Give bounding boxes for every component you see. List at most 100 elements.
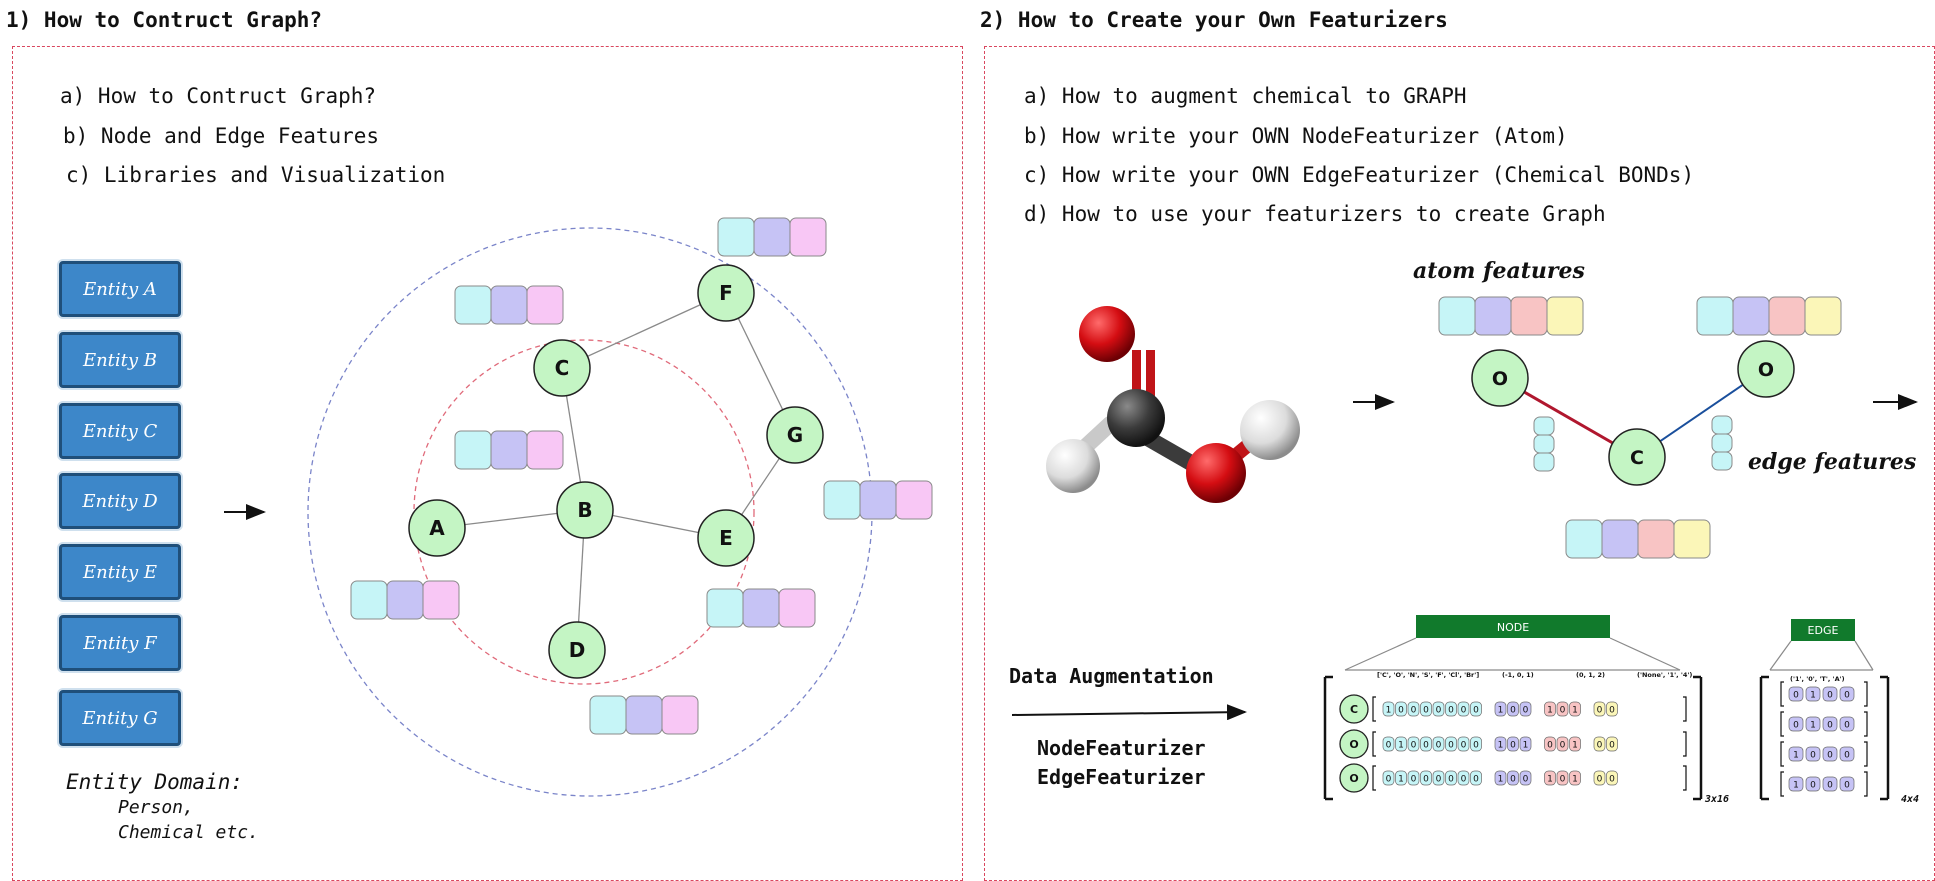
graph-node-b bbox=[556, 481, 614, 539]
node-row-atom-label: O bbox=[1349, 772, 1358, 785]
node-row-atom-label: O bbox=[1349, 738, 1358, 751]
node-feature-cell-value: 0 bbox=[1386, 741, 1392, 751]
hydrogen-atom-left bbox=[1046, 439, 1100, 493]
node-feature-cell-value: 0 bbox=[1560, 741, 1566, 751]
node-feature-cell bbox=[1519, 770, 1532, 786]
feature-vector-d bbox=[589, 695, 699, 735]
entity-box-c: Entity C bbox=[59, 403, 181, 459]
edge-feature-cell-value: 0 bbox=[1810, 751, 1816, 761]
feature-vector-e bbox=[706, 588, 816, 628]
edge-feature-cell bbox=[1805, 746, 1821, 762]
right-topic-a: a) How to augment chemical to GRAPH bbox=[1024, 84, 1467, 108]
node-feature-cell-value: 0 bbox=[1411, 741, 1417, 751]
atom-feature-vectors bbox=[1438, 296, 1842, 559]
node-feature-cell-value: 1 bbox=[1572, 706, 1578, 716]
node-feature-cell bbox=[1606, 770, 1618, 786]
oxygen-atom-right bbox=[1186, 443, 1246, 503]
feature-vector-b bbox=[454, 430, 564, 470]
node-feature-cell bbox=[1544, 701, 1556, 717]
node-header-bar bbox=[1416, 615, 1610, 638]
node-feature-cell-value: 0 bbox=[1423, 706, 1429, 716]
node-feature-cell bbox=[1420, 770, 1432, 786]
node-feature-cell bbox=[1494, 736, 1507, 752]
node-feature-cell-value: 0 bbox=[1411, 775, 1417, 785]
node-feature-cell-value: 1 bbox=[1398, 741, 1404, 751]
edge-feature-cell bbox=[1805, 716, 1821, 732]
node-feature-cell bbox=[1494, 701, 1507, 717]
node-feature-cell bbox=[1519, 736, 1532, 752]
node-feature-cell-value: 0 bbox=[1523, 775, 1529, 785]
atom-feature-vector-1 bbox=[1438, 296, 1584, 336]
edge-feature-cell bbox=[1822, 716, 1838, 732]
node-featurizer-label: NodeFeaturizer bbox=[1037, 736, 1206, 760]
graph-node-e-label: E bbox=[719, 526, 733, 550]
node-feature-cell bbox=[1507, 701, 1519, 717]
graph-node-f-label: F bbox=[719, 281, 733, 305]
node-feature-cell bbox=[1407, 770, 1420, 786]
node-feature-cell bbox=[1395, 701, 1407, 717]
edge-feature-cell-value: 0 bbox=[1827, 721, 1833, 731]
node-feature-cell bbox=[1606, 701, 1618, 717]
node-feature-vectors bbox=[350, 217, 933, 735]
node-feature-cell-value: 0 bbox=[1473, 741, 1479, 751]
node-feature-cell-value: 0 bbox=[1436, 741, 1442, 751]
edge-feature-cell bbox=[1822, 686, 1838, 702]
left-topic-c: c) Libraries and Visualization bbox=[66, 163, 446, 187]
node-feature-cell-value: 0 bbox=[1510, 706, 1516, 716]
edge-feature-cell-value: 0 bbox=[1827, 751, 1833, 761]
node-group-headers: ['C', 'O', 'N', 'S', 'F', 'Cl', 'Br'] (-… bbox=[1377, 671, 1692, 679]
node-feature-cell-value: 0 bbox=[1411, 706, 1417, 716]
edge-featurizer-label: EdgeFeaturizer bbox=[1037, 765, 1206, 789]
node-feature-cell-value: 0 bbox=[1423, 741, 1429, 751]
node-row-atom-circle bbox=[1339, 763, 1369, 793]
left-topic-b: b) Node and Edge Features bbox=[63, 124, 380, 148]
node-feature-cell bbox=[1593, 701, 1606, 717]
node-feature-cell-value: 0 bbox=[1448, 706, 1454, 716]
node-feature-cell-value: 0 bbox=[1461, 706, 1467, 716]
augmentation-arrow bbox=[1011, 704, 1247, 721]
graph-node-b-label: B bbox=[577, 498, 592, 522]
graph-diagram: A B C D E F G bbox=[224, 217, 933, 797]
entity-box-f: Entity F bbox=[59, 615, 181, 671]
node-feature-cell bbox=[1445, 770, 1457, 786]
node-feature-cell-value: 0 bbox=[1423, 775, 1429, 785]
mol-node-o2-label: O bbox=[1758, 359, 1774, 381]
right-topic-b: b) How write your OWN NodeFeaturizer (At… bbox=[1024, 124, 1568, 148]
edge-feature-cell-value: 0 bbox=[1810, 781, 1816, 791]
mol-node-o1-label: O bbox=[1492, 368, 1508, 390]
node-feature-cell bbox=[1507, 770, 1519, 786]
graph-node-f bbox=[697, 264, 755, 322]
entity-box-g: Entity G bbox=[59, 690, 181, 746]
data-augmentation-label: Data Augmentation bbox=[1009, 664, 1214, 688]
node-feature-cell bbox=[1420, 736, 1432, 752]
node-feature-cell bbox=[1420, 701, 1432, 717]
graph-node-d bbox=[548, 621, 606, 679]
graph-node-g-label: G bbox=[787, 423, 803, 447]
graph-node-g bbox=[766, 406, 824, 464]
edge-feature-cell bbox=[1822, 746, 1838, 762]
edge-feature-cell-value: 0 bbox=[1844, 721, 1850, 731]
node-feature-cell-value: 1 bbox=[1572, 741, 1578, 751]
node-feature-cell bbox=[1382, 736, 1395, 752]
node-feature-cell-value: 1 bbox=[1498, 741, 1504, 751]
edge-feature-cell bbox=[1805, 776, 1821, 792]
node-feature-cell bbox=[1457, 736, 1470, 752]
node-feature-cell bbox=[1382, 701, 1395, 717]
edge-feature-cell bbox=[1788, 776, 1804, 792]
edge-feature-cell bbox=[1822, 776, 1838, 792]
node-feature-cell bbox=[1470, 701, 1482, 717]
node-feature-cell-value: 1 bbox=[1547, 775, 1553, 785]
node-feature-cell-value: 0 bbox=[1597, 775, 1603, 785]
node-feature-cell bbox=[1407, 701, 1420, 717]
node-feature-cell-value: 0 bbox=[1386, 775, 1392, 785]
node-feature-cell-value: 0 bbox=[1547, 741, 1553, 751]
node-feature-cell-value: 0 bbox=[1473, 706, 1479, 716]
edge-feature-cell bbox=[1839, 686, 1855, 702]
node-feature-cell-value: 0 bbox=[1448, 775, 1454, 785]
node-feature-cell-value: 0 bbox=[1461, 741, 1467, 751]
hydrogen-atom-right bbox=[1240, 400, 1300, 460]
edge-feature-cell bbox=[1839, 746, 1855, 762]
node-row-atom-circle bbox=[1339, 729, 1369, 759]
